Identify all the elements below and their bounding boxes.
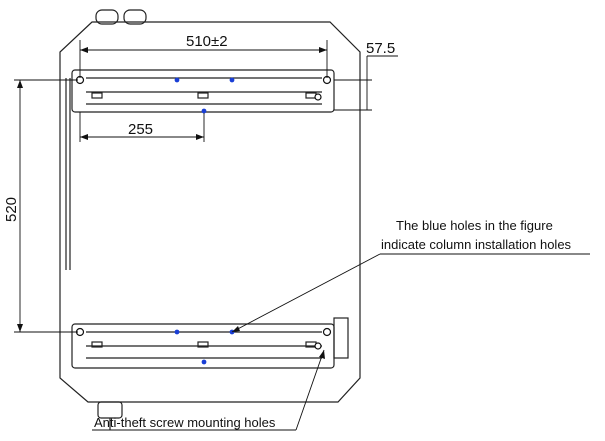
- bottom-bracket: [71, 317, 349, 369]
- dimension-height-label: 520: [3, 197, 20, 222]
- blue-hole-top-1: [174, 77, 180, 83]
- blue-holes-leader: [231, 253, 381, 333]
- anti-theft-note: Anti-theft screw mounting holes: [94, 415, 276, 430]
- blue-hole-bottom-center: [201, 359, 207, 365]
- enclosure-outline: [59, 21, 361, 403]
- blue-hole-top-2: [229, 77, 235, 83]
- dimension-offset-label: 57.5: [366, 40, 395, 57]
- dimension-half-width-label: 255: [128, 121, 153, 138]
- blue-holes-note-line2: indicate column installation holes: [381, 237, 572, 252]
- top-gland-right: [123, 9, 147, 25]
- top-bracket: [71, 69, 335, 113]
- blue-hole-bottom-1: [174, 329, 180, 335]
- anti-theft-leader: [295, 349, 325, 431]
- screw-hole-bottom-right: [322, 327, 332, 337]
- top-gland-left: [95, 9, 119, 25]
- dimension-width-label: 510±2: [186, 33, 228, 50]
- blue-holes-note-line1: The blue holes in the figure: [396, 218, 553, 233]
- blue-hole-top-center: [201, 108, 207, 114]
